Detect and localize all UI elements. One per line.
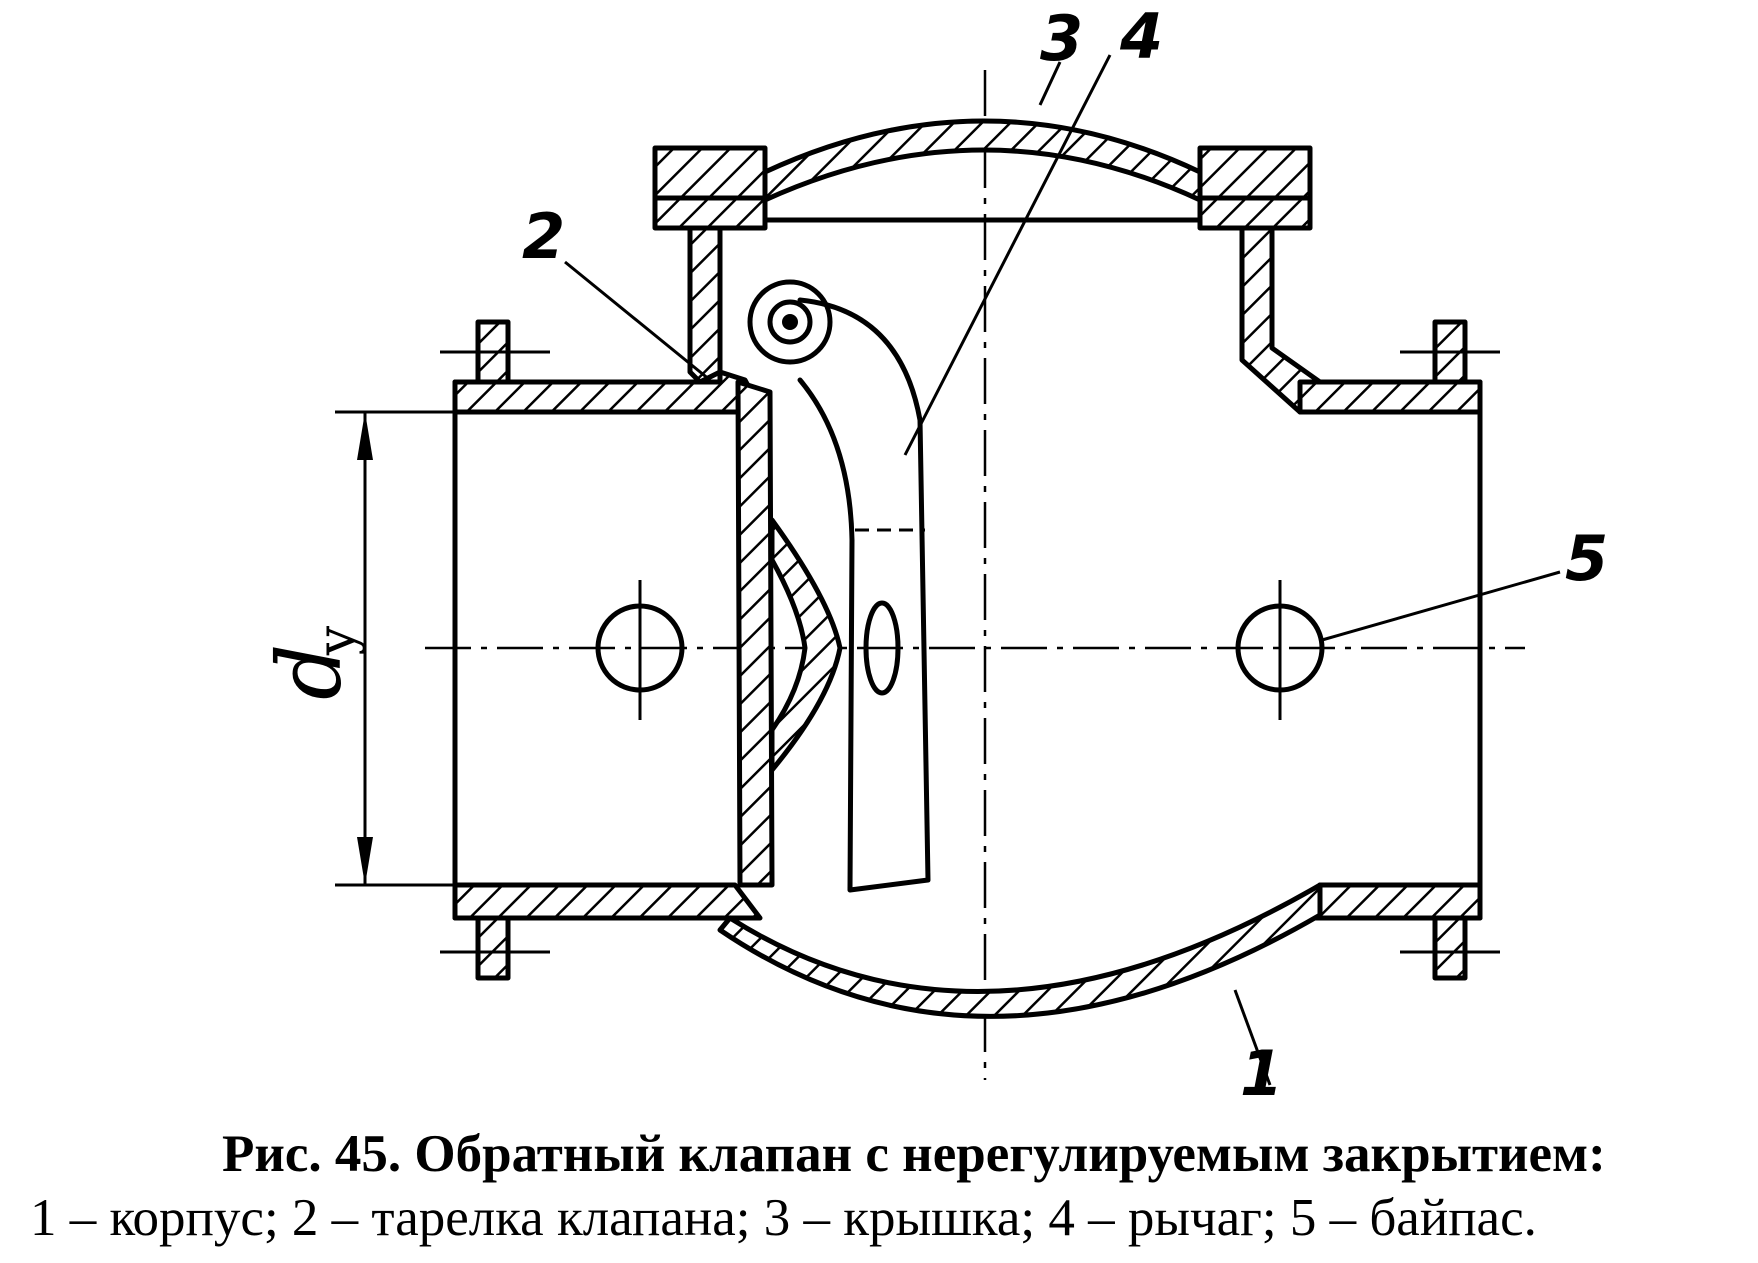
body-flange-left [652,195,768,231]
leader-5 [1321,570,1561,642]
body-bottom-bowl [717,882,1323,1019]
right-flange-bottom [1432,915,1468,981]
lever-hinge-inner [767,299,813,345]
lever-arm [797,297,931,893]
right-pipe-bottom-wall [1312,882,1483,921]
part-label-5: 5 [1565,522,1608,595]
valve-disc [735,379,775,888]
part-label-3: 3 [1040,2,1083,75]
body-flange-right [1197,195,1313,231]
svg-text:d: d [258,644,361,700]
dimension-label: d у [258,625,367,700]
valve-disc-boss [769,517,843,773]
dimension-arrow-bottom [357,837,373,885]
leader-1 [1233,989,1272,1086]
left-pipe-bottom-wall [452,882,763,921]
part-label-2: 2 [522,200,565,273]
caption-title: Рис. 45. Обратный клапан с нерегулируемы… [222,1125,1606,1183]
right-pipe-top-wall [1297,379,1483,415]
lever-hinge-pin [782,314,798,330]
lever-nut [863,600,901,696]
part-label-4: 4 [1119,0,1163,73]
left-flange-bottom [475,915,511,981]
cover-dome [762,118,1203,203]
svg-text:у: у [307,625,367,656]
cover-flange-left [652,145,768,201]
leader-3 [1038,61,1062,106]
figure-caption: Рис. 45. Обратный клапан с нерегулируемы… [0,1110,1758,1263]
leader-4 [903,54,1112,456]
body-neck-left [687,225,723,385]
part-label-1: 1 [1240,1037,1283,1110]
caption-legend: 1 – корпус; 2 – тарелка клапана; 3 – кры… [30,1189,1537,1247]
lever-hinge-outer [747,279,833,365]
cover-flange-right [1197,145,1313,201]
check-valve-drawing: d у 1 2 3 4 5 [258,0,1608,1110]
dimension-arrow-top [357,412,373,460]
leader-2 [564,260,711,382]
